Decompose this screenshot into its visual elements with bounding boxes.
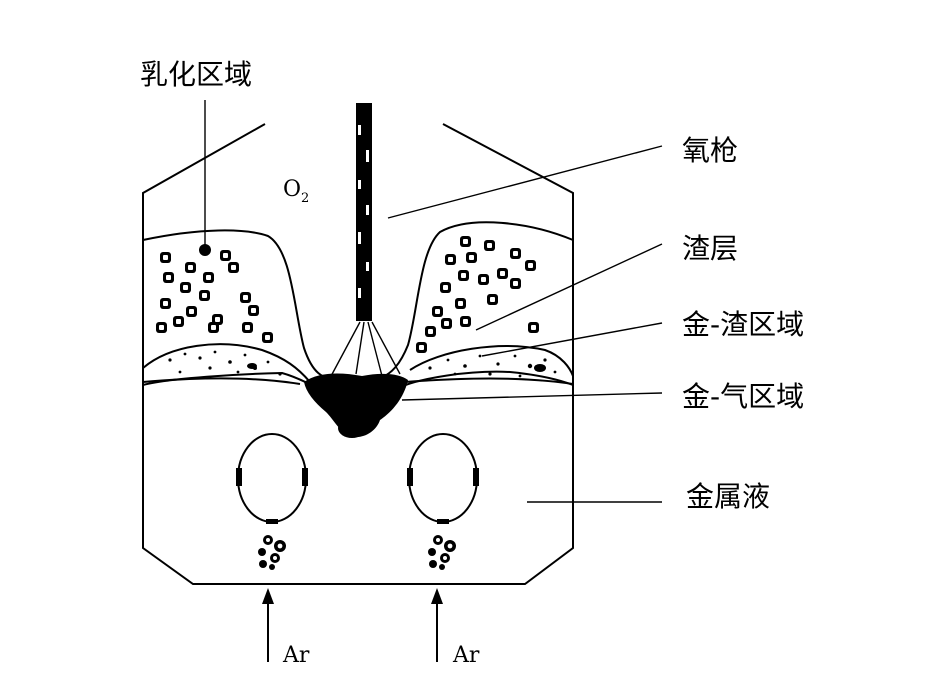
argon-arrows [262,588,443,662]
label-oxygen-lance: 氧枪 [682,134,738,167]
label-o2-sub: 2 [301,191,309,206]
label-slag-layer: 渣层 [682,232,738,265]
emulsion-droplets [156,236,539,353]
label-o2: O2 [283,177,309,206]
label-o2-main: O [283,177,301,202]
label-emulsion-zone: 乳化区域 [140,58,252,91]
stirring-loops [236,433,479,524]
oxygen-jet [329,321,401,379]
converter-vessel [142,123,574,585]
label-metal-gas-zone: 金-气区域 [682,380,804,413]
leader-lance [387,145,663,219]
label-metal-slag-zone: 金-渣区域 [682,308,804,341]
leader-metal-gas [401,392,663,401]
label-ar-left: Ar [282,643,310,668]
metal-gas-zone [304,373,408,438]
oxygen-lance [356,103,372,321]
slag-layer [142,221,574,381]
leader-metal-slag [481,322,663,357]
leader-lines [199,100,663,503]
metal-slag-zone [142,343,574,385]
label-ar-right: Ar [452,643,480,668]
label-molten-metal: 金属液 [686,480,770,513]
argon-bubbles [258,535,456,570]
leader-slag [475,243,663,331]
droplets-right [416,236,539,353]
argon-bubbles-right [428,535,456,570]
metal-slag-dots [168,350,557,378]
argon-bubbles-left [258,535,286,570]
